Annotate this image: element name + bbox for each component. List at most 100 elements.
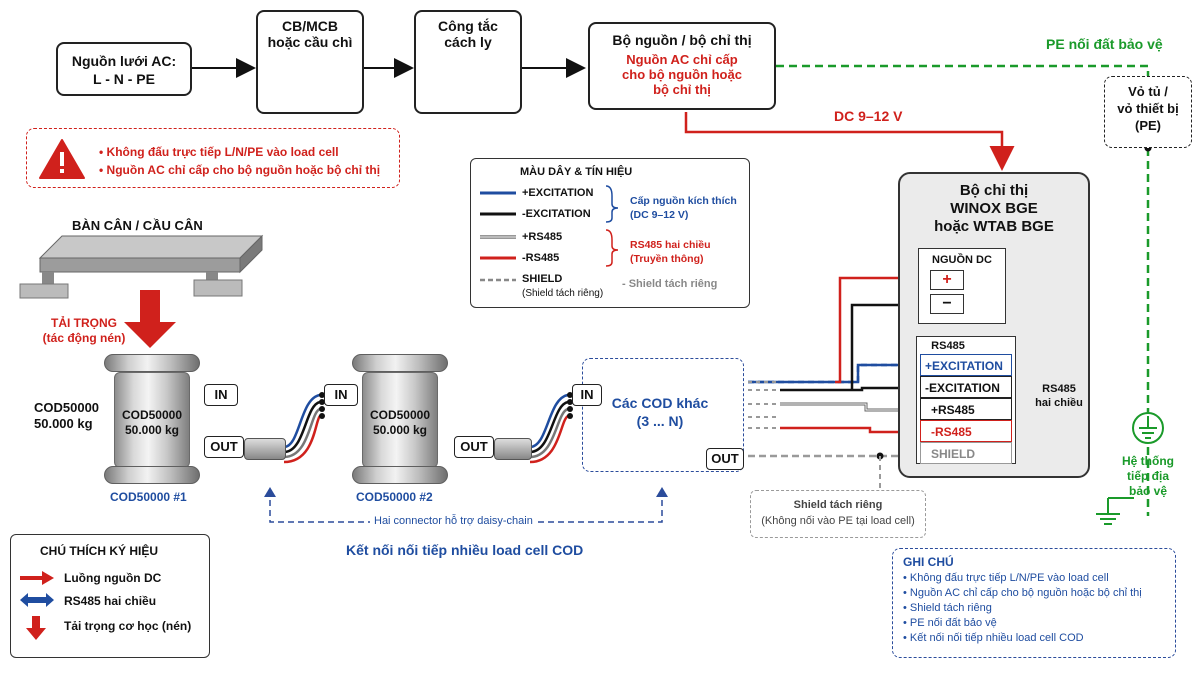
lc2-body bbox=[362, 372, 438, 468]
dc-supply-line bbox=[684, 112, 1015, 171]
terminal-shield: SHIELD bbox=[920, 442, 1012, 464]
wire-legend-shield-note: (Shield tách riêng) bbox=[522, 288, 604, 299]
wire-legend-group2: RS485 hai chiều (Truyền thông) bbox=[630, 239, 711, 265]
cabinet-line1: Vỏ tủ / bbox=[1128, 84, 1168, 99]
cabinet-line3: (PE) bbox=[1135, 118, 1161, 133]
lc2-body-label: COD50000 50.000 kg bbox=[369, 408, 431, 437]
warning-box: • Không đấu trực tiếp L/N/PE vào load ce… bbox=[26, 128, 400, 188]
lc2-out-connector bbox=[494, 438, 532, 460]
lc1-caption: COD50000 #1 bbox=[110, 490, 187, 504]
wire-legend-group1: Cấp nguồn kích thích (DC 9–12 V) bbox=[630, 195, 737, 221]
wire-legend-shield: SHIELD bbox=[522, 273, 563, 285]
dc-input-title: NGUỒN DC bbox=[932, 254, 992, 266]
indicator-title-2: WINOX BGE bbox=[950, 200, 1038, 217]
terminal-exc-minus: -EXCITATION bbox=[920, 376, 1012, 398]
isolator-line1: Công tắc bbox=[438, 18, 498, 34]
symbol-legend-title: CHÚ THÍCH KÝ HIỆU bbox=[40, 544, 159, 558]
dc-label: DC 9–12 V bbox=[834, 108, 903, 124]
cable-lc2-to-others bbox=[529, 392, 573, 464]
lc1-out-port[interactable]: OUT bbox=[204, 436, 244, 458]
wire-legend-exc-plus: +EXCITATION bbox=[522, 187, 594, 199]
psu-line3: bộ chỉ thị bbox=[653, 82, 711, 97]
breaker-line1: CB/MCB bbox=[282, 18, 338, 34]
wire-legend-samples bbox=[480, 185, 619, 282]
load-label: TẢI TRỌNG (tác động nén) bbox=[42, 316, 126, 345]
wire-legend-box bbox=[470, 158, 750, 308]
breaker-line2: hoặc cầu chì bbox=[267, 34, 353, 50]
wire-legend-exc-minus: -EXCITATION bbox=[522, 208, 591, 220]
others-in-port[interactable]: IN bbox=[572, 384, 602, 406]
symbol-legend-box bbox=[10, 534, 210, 658]
load-arrow bbox=[124, 290, 176, 348]
psu-line2: cho bộ nguồn hoặc bbox=[622, 67, 742, 82]
other-cods-box bbox=[582, 358, 744, 472]
warning-item-2: • Nguồn AC chỉ cấp cho bộ nguồn hoặc bộ … bbox=[99, 163, 381, 177]
warning-item-1: • Không đấu trực tiếp L/N/PE vào load ce… bbox=[99, 145, 339, 159]
wires-to-indicator bbox=[748, 276, 918, 488]
isolator-box: Công tắc cách ly bbox=[414, 10, 522, 114]
lc2-top-flange bbox=[352, 354, 448, 372]
lc1-top-flange bbox=[104, 354, 200, 372]
shield-box: Shield tách riêng (Không nối vào PE tại … bbox=[750, 490, 926, 538]
psu-line1: Nguồn AC chỉ cấp bbox=[626, 52, 738, 67]
cabinet-line2: vỏ thiết bị bbox=[1117, 101, 1179, 116]
dc-plus-terminal: + bbox=[930, 270, 964, 290]
scale-title: BÀN CÂN / CẦU CÂN bbox=[72, 218, 203, 233]
wire-legend-shield-desc: - Shield tách riêng bbox=[622, 278, 718, 290]
indicator-title-3: hoặc WTAB BGE bbox=[934, 218, 1054, 235]
lc2-bottom-flange bbox=[352, 466, 448, 484]
note-item-4: • PE nối đất bảo vệ bbox=[903, 617, 997, 629]
lc1-side-label: COD50000 50.000 kg bbox=[34, 400, 100, 431]
rs485-side-label: RS485 hai chiều bbox=[1035, 383, 1083, 409]
ac-source-line1: Nguồn lưới AC: bbox=[71, 53, 177, 69]
dc-input-block bbox=[918, 248, 1006, 324]
wire-legend-rs-minus: -RS485 bbox=[522, 252, 560, 264]
wire-legend-title: MÀU DÂY & TÍN HIỆU bbox=[520, 166, 633, 178]
lc1-body-label: COD50000 50.000 kg bbox=[121, 408, 183, 437]
dc-minus-terminal: − bbox=[930, 294, 964, 314]
pe-line-top bbox=[776, 64, 1150, 82]
note-item-1: • Không đấu trực tiếp L/N/PE vào load ce… bbox=[903, 572, 1109, 584]
indicator-title: Bộ chỉ thị WINOX BGE hoặc WTAB BGE bbox=[898, 182, 1090, 236]
series-label: Kết nối nối tiếp nhiều load cell COD bbox=[346, 542, 584, 558]
note-item-2: • Nguồn AC chỉ cấp cho bộ nguồn hoặc bộ … bbox=[903, 587, 1142, 599]
symbol-legend-load: Tải trọng cơ học (nén) bbox=[64, 619, 192, 633]
others-out-port[interactable]: OUT bbox=[706, 448, 744, 470]
wire-legend-rs-plus: +RS485 bbox=[522, 231, 563, 243]
lc2-out-port[interactable]: OUT bbox=[454, 436, 494, 458]
symbol-legend-icons bbox=[20, 571, 54, 640]
terminal-exc-plus: +EXCITATION bbox=[920, 354, 1012, 376]
ac-source-line2: L - N - PE bbox=[93, 71, 155, 87]
note-item-5: • Kết nối nối tiếp nhiều load cell COD bbox=[903, 632, 1084, 644]
lc1-in-port[interactable]: IN bbox=[204, 384, 238, 406]
lc2-in-port[interactable]: IN bbox=[324, 384, 358, 406]
shield-box-line2: (Không nối vào PE tại load cell) bbox=[761, 515, 915, 527]
lc1-body bbox=[114, 372, 190, 468]
warning-triangle-icon bbox=[39, 139, 85, 179]
earth-label: Hệ thống tiếp địa bảo vệ bbox=[1122, 454, 1174, 498]
notes-box: GHI CHÚ • Không đấu trực tiếp L/N/PE vào… bbox=[892, 548, 1176, 658]
scale-platform-glyph bbox=[19, 234, 264, 299]
pe-label: PE nối đất bảo vệ bbox=[1046, 36, 1163, 52]
terminal-rs-plus: +RS485 bbox=[920, 398, 1012, 420]
symbol-legend-rs485: RS485 hai chiều bbox=[64, 594, 157, 608]
shield-box-line1: Shield tách riêng bbox=[793, 499, 883, 511]
psu-title: Bộ nguồn / bộ chỉ thị bbox=[612, 32, 752, 48]
cabinet-box: Vỏ tủ / vỏ thiết bị (PE) bbox=[1104, 76, 1192, 148]
lc1-out-connector bbox=[244, 438, 286, 460]
others-label: Các COD khác (3 ... N) bbox=[611, 395, 709, 429]
notes-title: GHI CHÚ bbox=[903, 555, 954, 569]
rs485-block-title: RS485 bbox=[931, 340, 965, 352]
ac-source-box: Nguồn lưới AC: L - N - PE bbox=[56, 42, 192, 96]
lc1-bottom-flange bbox=[104, 466, 200, 484]
daisy-bracket bbox=[269, 490, 663, 523]
breaker-box: CB/MCB hoặc cầu chì bbox=[256, 10, 364, 114]
lc2-caption: COD50000 #2 bbox=[356, 490, 433, 504]
symbol-legend-dc: Luồng nguồn DC bbox=[64, 571, 162, 585]
daisy-chain-label: Hai connector hỗ trợ daisy-chain bbox=[370, 515, 537, 527]
cable-lc1-to-lc2 bbox=[283, 392, 325, 464]
isolator-line2: cách ly bbox=[444, 34, 492, 50]
note-item-3: • Shield tách riêng bbox=[903, 602, 992, 614]
